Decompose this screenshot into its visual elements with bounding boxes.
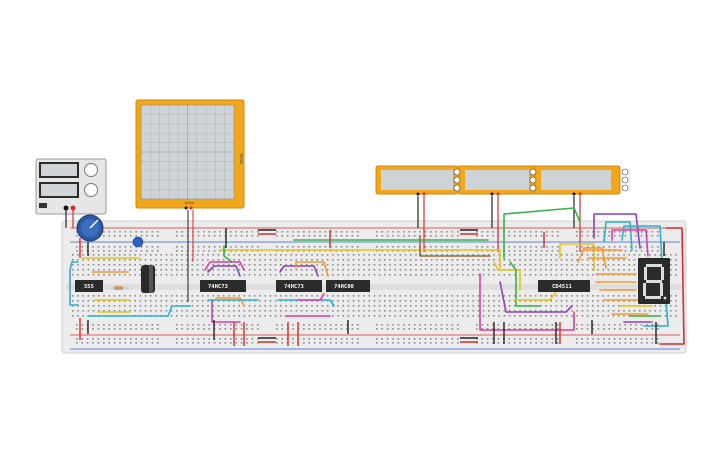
ceramic-capacitor bbox=[132, 236, 144, 248]
chip-74hc00: 74HC00 bbox=[326, 280, 370, 292]
oscilloscope: TEXAS 10ms bbox=[135, 99, 245, 302]
multimeter-1 bbox=[375, 165, 459, 196]
scope-channel-label: 10ms bbox=[184, 201, 194, 205]
chip-74hc73-a-label: 74HC73 bbox=[208, 284, 228, 290]
chip-555-label: 555 bbox=[84, 284, 94, 290]
chip-74hc73-b-label: 74HC73 bbox=[284, 284, 304, 290]
multimeter-3 bbox=[529, 165, 629, 196]
scope-brand: TEXAS bbox=[239, 152, 243, 165]
multimeter-2 bbox=[453, 165, 537, 196]
power-supply bbox=[35, 158, 107, 228]
breadboard bbox=[61, 220, 687, 354]
seven-segment-display bbox=[638, 258, 670, 304]
chip-cd4511-label: CD4511 bbox=[552, 284, 573, 290]
potentiometer[interactable] bbox=[76, 214, 104, 242]
chip-74hc73-b: 74HC73 bbox=[276, 280, 322, 292]
chip-74hc73-a: 74HC73 bbox=[200, 280, 246, 292]
probe-wires bbox=[417, 196, 581, 252]
resistor bbox=[110, 286, 128, 290]
chip-cd4511: CD4511 bbox=[538, 280, 590, 292]
breadboard-holes bbox=[72, 231, 677, 344]
chip-74hc00-label: 74HC00 bbox=[334, 284, 354, 290]
electrolytic-capacitor bbox=[141, 265, 155, 293]
wires bbox=[69, 207, 685, 345]
scope-grid bbox=[141, 105, 234, 199]
chip-555: 555 bbox=[75, 280, 103, 292]
rail-jumpers bbox=[79, 228, 665, 346]
